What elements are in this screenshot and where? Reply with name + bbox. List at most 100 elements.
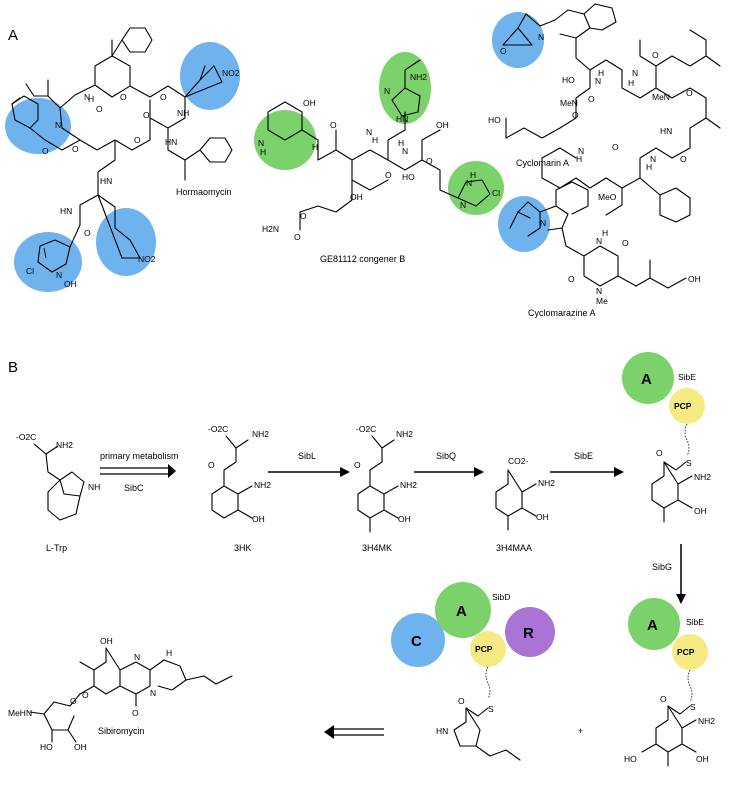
atom-nh: H (602, 228, 608, 238)
highlight-blobs (5, 12, 550, 292)
atom-s: S (686, 458, 692, 468)
atom-n: N (540, 218, 546, 228)
atom-ho: HO (402, 172, 415, 182)
domain-r-label: R (523, 625, 534, 642)
label-sibl: SibL (298, 451, 316, 461)
atom-o: O (622, 238, 629, 248)
atom-o: O (300, 211, 307, 221)
atom-o: O (568, 274, 575, 284)
atom-oh: OH (536, 512, 549, 522)
domain-a-circle (622, 352, 674, 404)
3h4maa-structure (495, 469, 537, 531)
3h4maa-atom-labels: CO2- NH2 OH (508, 456, 555, 522)
atom-n: N (596, 286, 602, 296)
label-sibq: SibQ (436, 451, 456, 461)
plus-sign: + (578, 726, 583, 736)
domain-pcp-circle-2 (672, 634, 708, 670)
atom-o: O (134, 135, 141, 145)
3hk-structure (211, 435, 253, 519)
atom-o: O (84, 228, 91, 238)
atom-cl: Cl (26, 266, 34, 276)
cyclomarazine-structure (509, 181, 687, 289)
atom-o: O (72, 144, 79, 154)
atom-o: O (426, 156, 433, 166)
atom-nh: H (470, 170, 476, 180)
ltrp-structure (33, 443, 85, 521)
atom-h: H (372, 135, 378, 145)
hormaomycin-caption: Hormaomycin (176, 187, 232, 197)
atom-no2: NO2 (222, 68, 240, 78)
domain-pcp-label: PCP (674, 401, 692, 411)
atom-oh: OH (303, 98, 316, 108)
arrow-to-sibiromycin (324, 725, 384, 739)
atom-h: H (166, 648, 172, 658)
atom-nh: H (598, 68, 604, 78)
atom-o: O (96, 104, 103, 114)
atom-me: Me (596, 296, 608, 306)
atom-o: O (208, 460, 215, 470)
atom-hn: HN (396, 114, 408, 124)
atom-o: O (680, 154, 687, 164)
atom-co2: -O2C (356, 424, 376, 434)
atom-nh2: NH2 (698, 716, 715, 726)
ge81112-highlight-chloroimidazole (448, 161, 504, 215)
atom-n: N (258, 138, 264, 148)
atom-oh: OH (696, 754, 709, 764)
domain-a-label: A (641, 371, 652, 388)
atom-nh: NH (88, 482, 100, 492)
cyclomarin-caption: Cyclomarin A (516, 158, 569, 168)
atom-o: O (82, 690, 89, 700)
enzyme-sibe-label: SibE (678, 372, 696, 382)
atom-o: O (42, 146, 49, 156)
sibiromycin-structure (29, 647, 233, 743)
atom-hn: HN (660, 126, 672, 136)
atom-o: O (458, 696, 465, 706)
atom-o: O (385, 170, 392, 180)
atom-ho: HO (488, 115, 501, 125)
sibd-complex: C A R PCP SibD O S HN (391, 582, 555, 761)
atom-nh2: NH2 (694, 472, 711, 482)
arrow-primary-metabolism: primary metabolism SibC (100, 451, 179, 493)
atom-oh: OH (252, 514, 265, 524)
atom-n: N (578, 146, 584, 156)
arrow-sibe: SibE (550, 451, 624, 477)
cyclomarin-structure (502, 3, 721, 223)
domain-a-circle-3 (435, 582, 491, 638)
atom-n: N (650, 154, 656, 164)
3h4mk-atom-labels: -O2C NH2 O NH2 OH (354, 424, 417, 524)
enzyme-sibe-label-2: SibE (686, 617, 704, 627)
atom-o: O (572, 110, 579, 120)
atom-h: H (628, 78, 634, 88)
atom-nh: H (88, 94, 94, 104)
atom-s: S (488, 704, 494, 714)
atom-nh2: NH2 (56, 440, 73, 450)
3hk-caption: 3HK (234, 543, 252, 553)
atom-men: MeN (560, 98, 578, 108)
atom-n: N (538, 32, 544, 42)
atom-h: H (576, 154, 582, 164)
atom-o: O (656, 448, 663, 458)
atom-men: MeN (652, 92, 670, 102)
atom-o: O (143, 110, 150, 120)
atom-o: O (70, 696, 77, 706)
cyclomarin-highlight-epoxide (492, 12, 544, 68)
cyclomarazine-caption: Cyclomarazine A (528, 308, 596, 318)
atom-o: O (660, 694, 667, 704)
atom-o: O (294, 232, 301, 242)
atom-h: H (398, 138, 404, 148)
atom-nh2: NH2 (400, 480, 417, 490)
sibe-methylated-complex: A PCP SibE O S NH2 OH HO (624, 598, 715, 767)
domain-pcp-circle (669, 388, 705, 424)
atom-o: O (132, 708, 139, 718)
atom-n: N (55, 120, 61, 130)
atom-nh2: NH2 (252, 429, 269, 439)
atom-hn: HN (60, 206, 72, 216)
atom-o: O (160, 92, 167, 102)
atom-oh: OH (64, 279, 77, 289)
ge81112-atom-labels: OH N H O H H N NH2 N HN N H O OH O OH HO… (258, 72, 500, 242)
atom-oh: OH (350, 192, 363, 202)
atom-no2: NO2 (138, 254, 156, 264)
atom-h: H (260, 147, 266, 157)
cyclomarazine-atom-labels: N H N O O N Me OH (540, 218, 701, 306)
ge81112-structure (267, 59, 491, 231)
